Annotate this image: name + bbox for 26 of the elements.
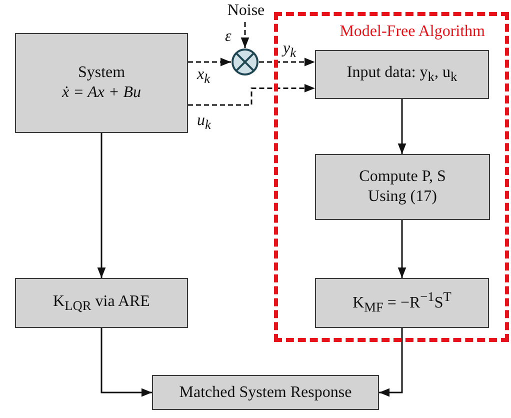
dashed-region (274, 12, 509, 342)
node-text: K$_{MF}$ = −R$^{−1}$S$^{T}$ (352, 289, 452, 317)
node-text: System (76, 63, 126, 83)
node-text: Matched System Response (178, 382, 353, 402)
arrow (100, 328, 152, 397)
summing-junction (231, 48, 259, 76)
arrow (379, 328, 403, 397)
arrow (240, 22, 250, 48)
process-box (315, 50, 489, 99)
process-box (152, 375, 379, 410)
node-text: K$_{LQR}$ via ARE (52, 292, 151, 314)
arrow (398, 99, 406, 154)
process-box (315, 278, 489, 328)
process-box (315, 154, 490, 220)
node-text: Compute P, S Using (17) (358, 167, 447, 207)
arrow (188, 58, 231, 66)
node-text: Noise (226, 1, 266, 21)
process-box (15, 33, 188, 133)
arrow (97, 133, 106, 278)
node-text: Input data: y$_{k}$, u$_{k}$ (346, 63, 458, 86)
region-title: Model-Free Algorithm (338, 22, 486, 42)
node-text: ẋ = Ax + Bu (60, 83, 142, 103)
process-box (15, 278, 188, 328)
arrow (259, 58, 315, 66)
arrow (188, 84, 315, 106)
arrow (398, 220, 406, 278)
